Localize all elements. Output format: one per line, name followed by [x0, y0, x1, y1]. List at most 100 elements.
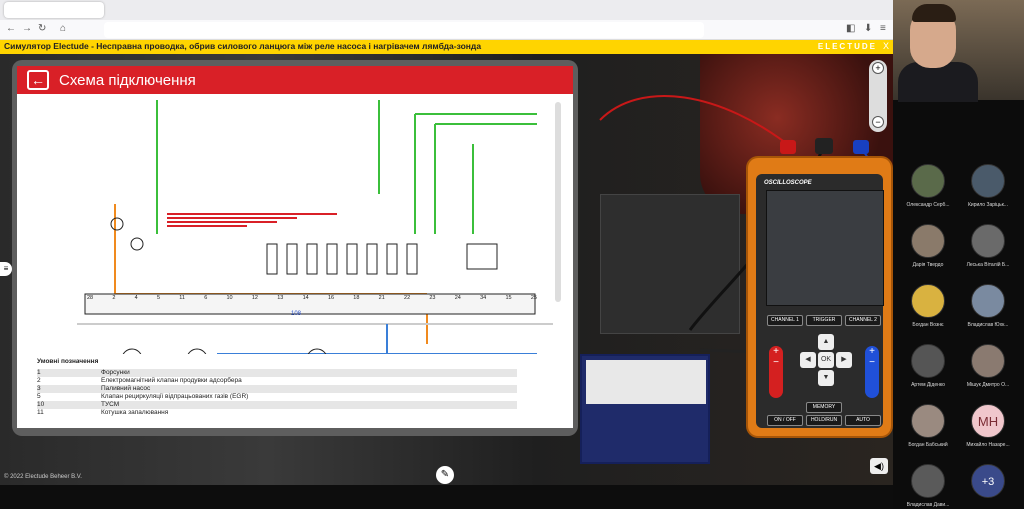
right-arrow-icon[interactable]: ▶ [836, 352, 852, 368]
pin-number: 11 [179, 295, 185, 301]
participant-name: Владислав Юхк... [967, 322, 1009, 328]
oscilloscope-screen [766, 190, 884, 306]
home-icon[interactable]: ⌂ [60, 23, 67, 34]
pin-number: 21 [378, 295, 385, 301]
zoom-out-button[interactable]: − [872, 116, 884, 128]
legend-number: 11 [37, 409, 44, 416]
participant-tile[interactable]: Богдан Бабський [898, 404, 958, 448]
auto-button[interactable]: AUTO [845, 415, 881, 426]
avatar [971, 344, 1005, 378]
pin-number: 10 [226, 295, 233, 301]
close-simulator-button[interactable]: X [882, 41, 889, 51]
pin-number: 5 [156, 295, 161, 301]
wiring-schematic: ← Схема підключення [17, 66, 573, 428]
participant-name: Богдан Вознє [912, 322, 944, 328]
minus-icon: − [869, 357, 875, 368]
memory-button[interactable]: MEMORY [806, 402, 842, 413]
pin-number: 14 [302, 295, 309, 301]
pin-number: 28 [87, 295, 94, 301]
participant-name: Артем Діденко [911, 382, 945, 388]
participant-tile[interactable]: Дарія Твердо [898, 224, 958, 268]
trigger-button[interactable]: TRIGGER [806, 315, 842, 326]
avatar [911, 284, 945, 318]
zoom-control[interactable]: + − [869, 60, 887, 132]
forward-nav-icon[interactable]: → [22, 23, 32, 34]
avatar [971, 224, 1005, 258]
plus-icon: + [869, 346, 875, 357]
extension-icon[interactable]: ◧ [846, 23, 856, 34]
pin-number: 23 [429, 295, 436, 301]
left-arrow-icon[interactable]: ◀ [800, 352, 816, 368]
plus-icon: + [773, 346, 779, 357]
legend-text: Електромагнітний клапан продувки адсорбе… [101, 377, 242, 384]
downloads-icon[interactable]: ⬇ [864, 23, 873, 34]
participant-name: Богдан Бабський [908, 442, 948, 448]
legend-row: 1 Форсунки [37, 369, 517, 377]
back-arrow-icon[interactable]: ← [27, 70, 49, 90]
schematic-header: ← Схема підключення [17, 66, 573, 94]
presenter-body [898, 62, 978, 102]
speaker-icon[interactable]: ◀) [870, 458, 888, 474]
side-panel-handle[interactable]: ≡ [0, 262, 12, 276]
pin-number: 18 [353, 295, 360, 301]
participant-tile[interactable]: Мішук Дмитро О... [958, 344, 1018, 388]
participant-tile[interactable]: Владислав Юхк... [958, 284, 1018, 328]
participant-tile[interactable]: Кирило Заріцьк... [958, 164, 1018, 208]
avatar [911, 224, 945, 258]
legend-number: 1 [37, 369, 41, 376]
legend: Умовні позначення 1 Форсунки 2 Електромагні… [37, 358, 517, 417]
channel2-button[interactable]: CHANNEL 2 [845, 315, 881, 326]
reload-icon[interactable]: ↻ [38, 23, 47, 34]
pin-number: 2 [112, 295, 116, 301]
avatar [911, 164, 945, 198]
address-bar[interactable] [104, 22, 704, 38]
participant-tile[interactable]: Олександр Серб... [898, 164, 958, 208]
participant-tile[interactable]: Владислав Дави... [898, 464, 958, 508]
battery[interactable] [580, 354, 710, 464]
pin-number: 13 [277, 295, 284, 301]
browser-tab[interactable] [4, 2, 104, 18]
pin-number: 4 [134, 295, 138, 301]
channel1-volts-control[interactable]: +− [769, 346, 783, 398]
pin-number: 6 [204, 295, 208, 301]
participant-tile[interactable]: Леська Віталій Б... [958, 224, 1018, 268]
menu-icon[interactable]: ≡ [880, 23, 886, 34]
fuse-box [600, 194, 740, 334]
presenter-hair [912, 4, 956, 22]
ok-button[interactable]: OK [818, 352, 834, 368]
copyright: © 2022 Electude Beheer B.V. [4, 474, 82, 480]
channel2-volts-control[interactable]: +− [865, 346, 879, 398]
legend-title: Умовні позначення [37, 358, 99, 365]
legend-text: Форсунки [101, 369, 130, 376]
participant-tile[interactable]: +3 [958, 464, 1018, 498]
up-arrow-icon[interactable]: ▲ [818, 334, 834, 350]
connector-pin-numbers: 28 2 4 5 11 6 10 12 13 14 16 18 21 22 23… [87, 295, 537, 301]
participant-name: Олександр Серб... [906, 202, 950, 208]
schematic-scrollbar[interactable] [555, 102, 561, 302]
legend-text: Паливний насос [101, 385, 151, 392]
avatar [971, 284, 1005, 318]
zoom-in-button[interactable]: + [872, 62, 884, 74]
channel1-button[interactable]: CHANNEL 1 [767, 315, 803, 326]
hold-run-button[interactable]: HOLD/RUN [806, 415, 842, 426]
pen-icon[interactable]: ✎ [436, 466, 454, 484]
simulator-title: Симулятор Electude - Несправна проводка,… [4, 41, 482, 51]
power-button[interactable]: ON / OFF [767, 415, 803, 426]
pin-number: 15 [505, 295, 512, 301]
pin-number: 16 [327, 295, 335, 301]
pin-number: 25 [530, 295, 537, 301]
back-nav-icon[interactable]: ← [6, 23, 16, 34]
down-arrow-icon[interactable]: ▼ [818, 370, 834, 386]
participant-tile[interactable]: Богдан Вознє [898, 284, 958, 328]
legend-text: ТУСМ [101, 401, 120, 408]
direction-pad[interactable]: ▲ ◀ OK ▶ ▼ [800, 334, 852, 386]
legend-number: 2 [37, 377, 41, 384]
battery-label [586, 360, 706, 404]
participant-tile[interactable]: Артем Діденко [898, 344, 958, 388]
participant-name: Кирило Заріцьк... [968, 202, 1008, 208]
avatar: +3 [971, 464, 1005, 498]
